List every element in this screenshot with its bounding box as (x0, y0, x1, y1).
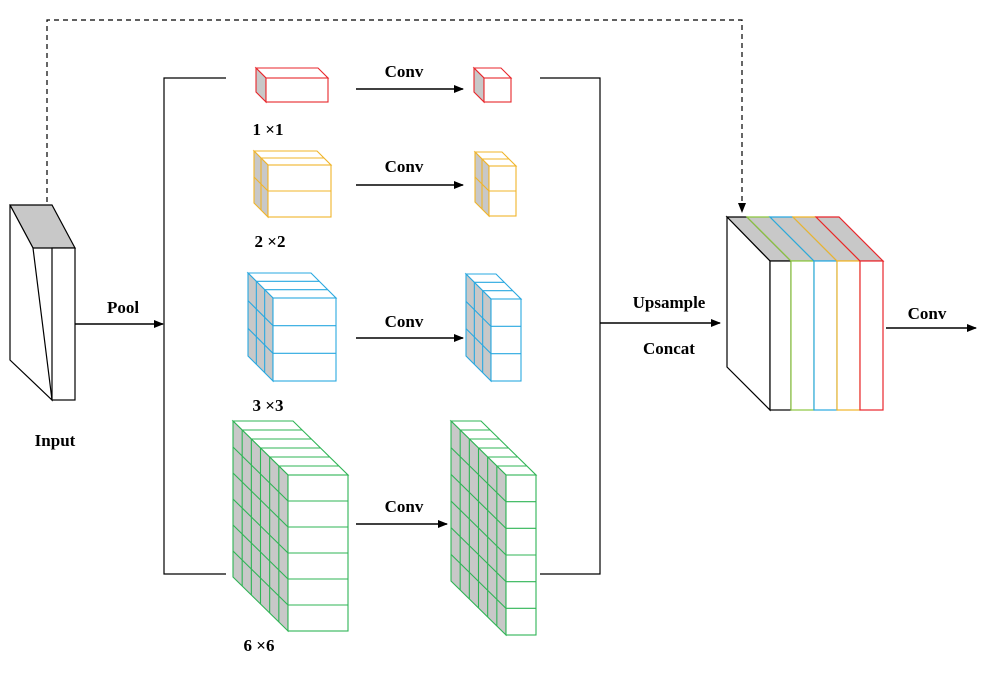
pooling-branches: Conv 1 ×1 Conv 2 ×2 Conv 3 ×3 Conv 6 ×6 (231, 62, 538, 655)
conv-feature-4 (449, 419, 538, 637)
split-bracket (163, 77, 226, 575)
conv-label-4: Conv (385, 497, 424, 516)
conv-label-2: Conv (385, 157, 424, 176)
scale-label-4: 6 ×6 (244, 636, 275, 655)
skip-connection (46, 19, 746, 213)
input-label: Input (35, 431, 76, 450)
pooled-feature-3 (246, 271, 338, 383)
branch-1: Conv 1 ×1 (253, 62, 513, 139)
scale-label-2: 2 ×2 (255, 232, 286, 251)
conv-label-1: Conv (385, 62, 424, 81)
upsample-label: Upsample (633, 293, 706, 312)
concatenated-feature-block (725, 215, 885, 412)
conv-label-3: Conv (385, 312, 424, 331)
conv-feature-1 (472, 66, 513, 104)
scale-label-1: 1 ×1 (253, 120, 284, 139)
scale-label-3: 3 ×3 (253, 396, 284, 415)
branch-3: Conv 3 ×3 (246, 271, 523, 415)
pooled-feature-2 (252, 149, 333, 219)
output-conv-label: Conv (908, 304, 947, 323)
input-block (8, 204, 77, 402)
concat-label: Concat (643, 339, 695, 358)
pooled-feature-1 (254, 66, 330, 104)
conv-feature-2 (473, 150, 518, 218)
pooled-feature-4 (231, 419, 350, 633)
branch-4: Conv 6 ×6 (231, 419, 538, 655)
pool-label: Pool (107, 298, 139, 317)
merge-bracket (540, 77, 601, 575)
branch-2: Conv 2 ×2 (252, 149, 518, 251)
conv-feature-3 (464, 272, 523, 383)
concat-layer-4 (814, 216, 885, 411)
concat-layer-2 (768, 216, 839, 411)
